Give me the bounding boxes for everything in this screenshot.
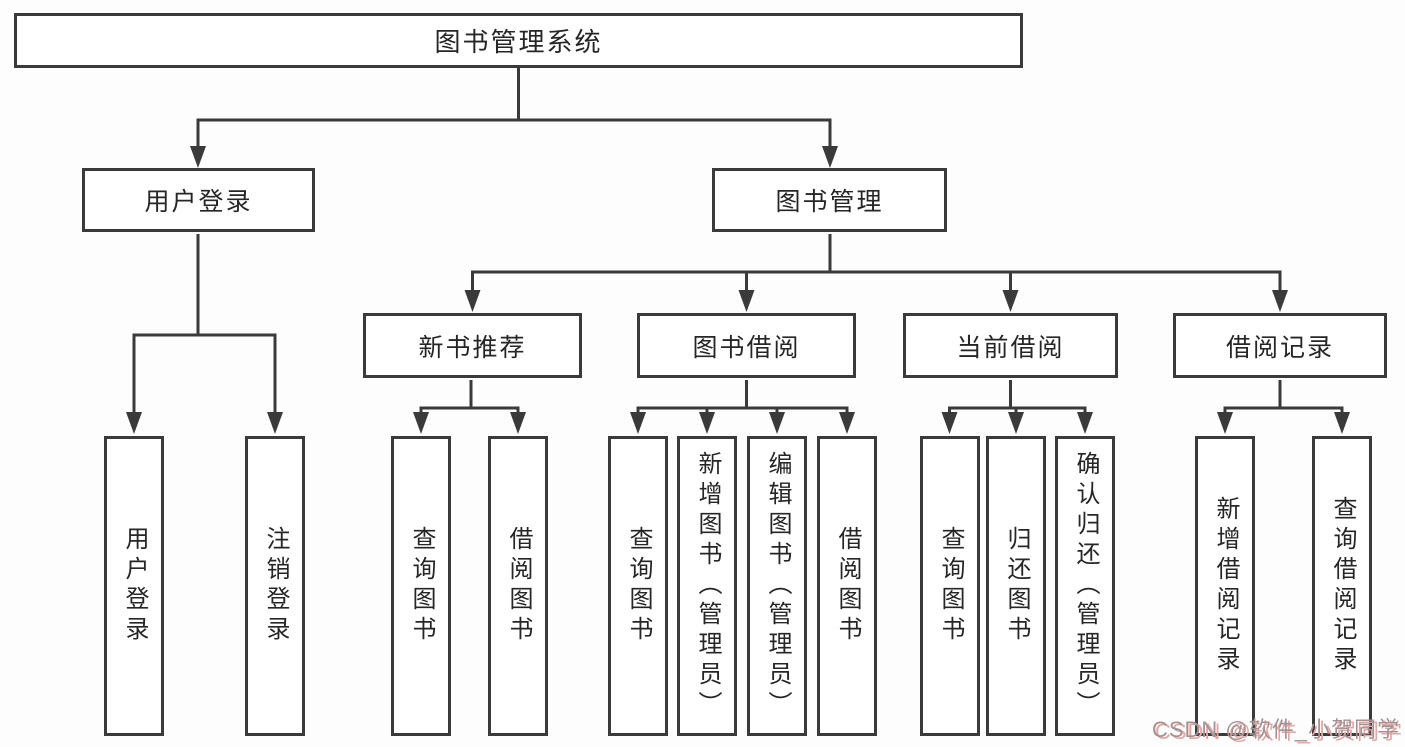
node-label: 图书借阅 [692, 333, 801, 362]
leaf-label: 查询图书 [408, 526, 435, 646]
node-new-book-recommendation: 新书推荐 [363, 313, 582, 378]
leaf-edit-books-admin: 编辑图书（管理员） [747, 436, 807, 736]
node-label: 用户登录 [144, 188, 253, 216]
node-label: 新书推荐 [418, 333, 527, 362]
leaf-confirm-return-admin: 确认归还（管理员） [1055, 436, 1115, 736]
leaf-label: 新增图书（管理员） [694, 451, 721, 721]
leaf-label: 确认归还（管理员） [1072, 451, 1099, 721]
leaf-label: 查询图书 [937, 526, 964, 646]
node-root: 图书管理系统 [14, 13, 1023, 68]
leaf-query-books-current: 查询图书 [920, 436, 980, 736]
node-current-borrowing: 当前借阅 [903, 313, 1118, 378]
leaf-borrow-books-recommend: 借阅图书 [488, 436, 548, 736]
node-label: 图书管理 [775, 188, 884, 216]
leaf-add-books-admin: 新增图书（管理员） [677, 436, 737, 736]
connector-paths [132, 68, 1344, 414]
watermark: CSDN @软件_小贺同学 [1151, 717, 1400, 742]
leaf-label: 借阅图书 [834, 526, 861, 646]
leaf-query-books-recommend: 查询图书 [391, 436, 451, 736]
node-book-borrowing: 图书借阅 [637, 313, 856, 378]
leaf-query-books-borrow: 查询图书 [608, 436, 668, 736]
leaf-label: 借阅图书 [505, 526, 532, 646]
node-label: 图书管理系统 [434, 27, 603, 57]
leaf-label: 归还图书 [1003, 526, 1030, 646]
leaf-label: 注销登录 [262, 526, 289, 646]
leaf-label: 编辑图书（管理员） [764, 451, 791, 721]
leaf-label: 查询借阅记录 [1329, 496, 1356, 676]
leaf-add-borrow-record: 新增借阅记录 [1195, 436, 1255, 736]
node-label: 借阅记录 [1225, 333, 1334, 362]
leaf-return-books: 归还图书 [986, 436, 1046, 736]
node-label: 当前借阅 [956, 333, 1065, 362]
node-borrowing-records: 借阅记录 [1173, 313, 1387, 378]
node-user-login: 用户登录 [82, 168, 315, 232]
leaf-label: 新增借阅记录 [1212, 496, 1239, 676]
leaf-borrow-books: 借阅图书 [817, 436, 877, 736]
node-book-management: 图书管理 [712, 168, 947, 232]
leaf-query-borrow-record: 查询借阅记录 [1312, 436, 1372, 736]
leaf-label: 用户登录 [121, 526, 148, 646]
arrowhead-icons [126, 146, 1350, 434]
leaf-logout: 注销登录 [245, 436, 305, 736]
leaf-user-login: 用户登录 [104, 436, 164, 736]
leaf-label: 查询图书 [625, 526, 652, 646]
